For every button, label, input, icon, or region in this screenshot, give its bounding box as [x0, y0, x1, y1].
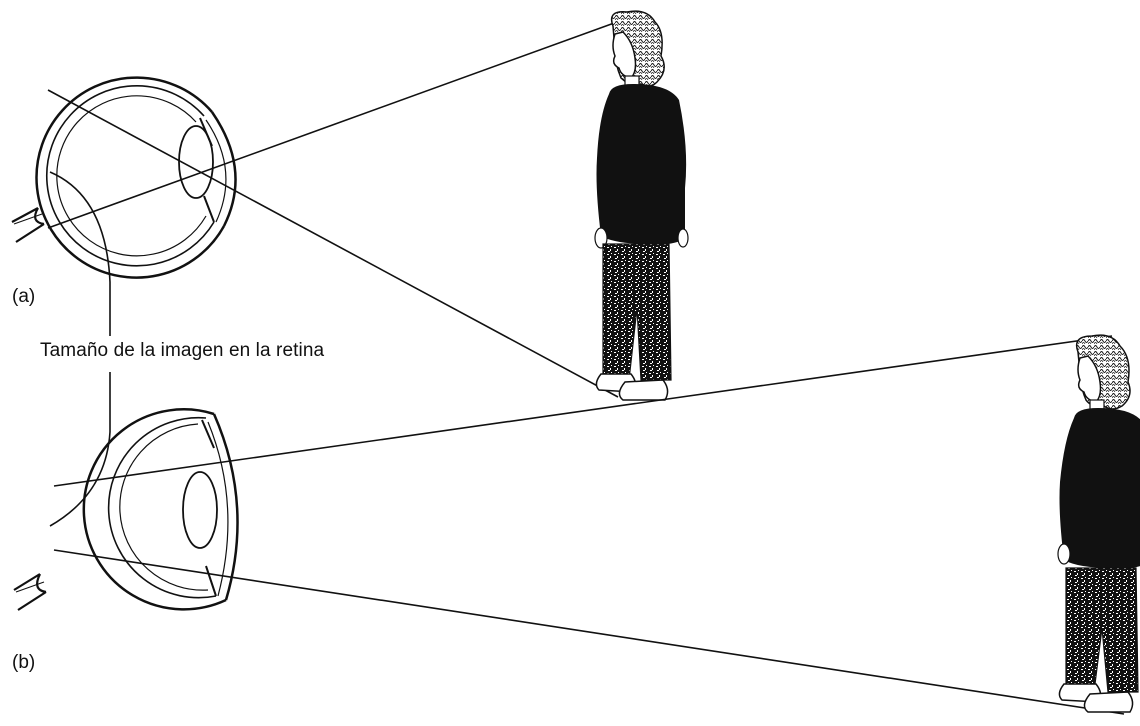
person-near — [595, 11, 688, 400]
light-rays-b — [54, 336, 1124, 714]
panel-b-label: (b) — [12, 652, 35, 674]
panel-a-label: (a) — [12, 286, 35, 308]
eye-b — [14, 409, 238, 610]
eye-a — [12, 78, 236, 278]
person-far — [1058, 335, 1140, 712]
retinal-image-size-caption: Tamaño de la imagen en la retina — [40, 340, 324, 362]
